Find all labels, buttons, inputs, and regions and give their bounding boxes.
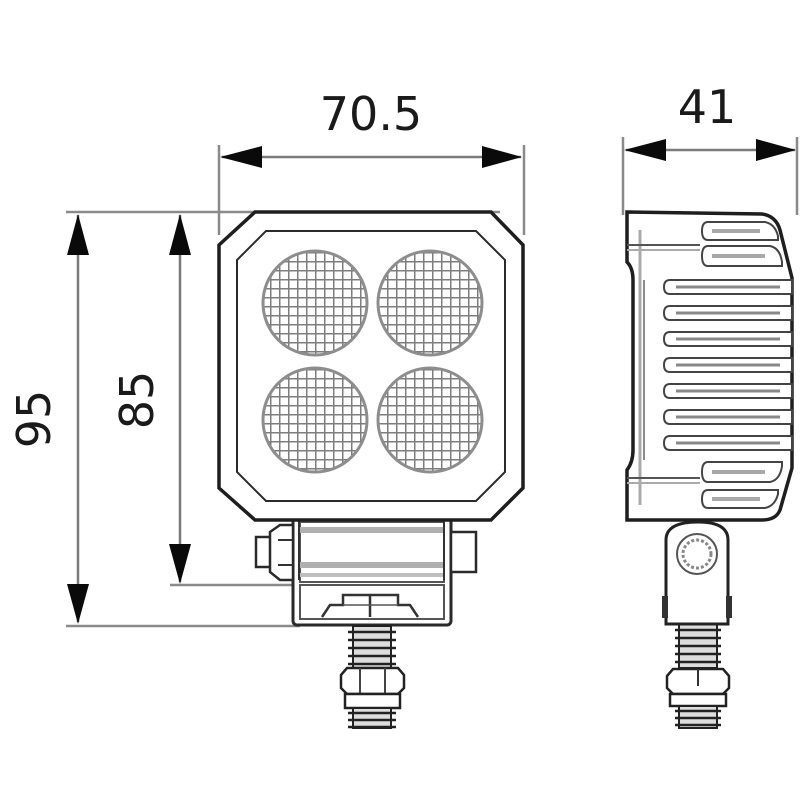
dimension-front-width: 70.5	[217, 87, 526, 235]
side-depth-label: 41	[678, 80, 737, 134]
side-view	[625, 210, 794, 729]
cooling-fins-top	[700, 221, 783, 267]
arrowhead-down-icon	[169, 544, 191, 584]
arrowhead-right-icon	[482, 146, 522, 168]
side-threaded-stud	[665, 623, 731, 729]
housing-outline	[217, 210, 525, 522]
arrowhead-left-icon	[624, 139, 666, 161]
dimension-overall-height: 95	[7, 210, 500, 628]
cooling-fins	[662, 279, 793, 451]
front-view	[217, 210, 525, 729]
arrowhead-up-icon	[67, 214, 89, 255]
front-width-label: 70.5	[320, 87, 422, 141]
side-bracket-arm	[662, 520, 732, 626]
overall-height-label: 95	[7, 390, 61, 449]
arrowhead-down-icon	[67, 584, 89, 624]
bezel-inner	[236, 230, 506, 502]
arrowhead-left-icon	[220, 146, 262, 168]
bracket-nut-left	[254, 523, 295, 582]
dimension-housing-height: 85	[110, 214, 300, 587]
bracket-bolt-right	[449, 530, 478, 574]
arrowhead-up-icon	[169, 214, 191, 255]
cooling-fins-bottom	[700, 461, 783, 509]
housing-height-label: 85	[110, 371, 164, 430]
dimension-side-depth: 41	[621, 80, 799, 215]
led-module	[261, 366, 369, 474]
led-module	[376, 249, 484, 357]
led-module	[376, 366, 484, 474]
arrowhead-right-icon	[756, 139, 796, 161]
mounting-bracket	[291, 516, 453, 627]
led-module	[261, 249, 369, 357]
threaded-stud	[339, 625, 406, 729]
